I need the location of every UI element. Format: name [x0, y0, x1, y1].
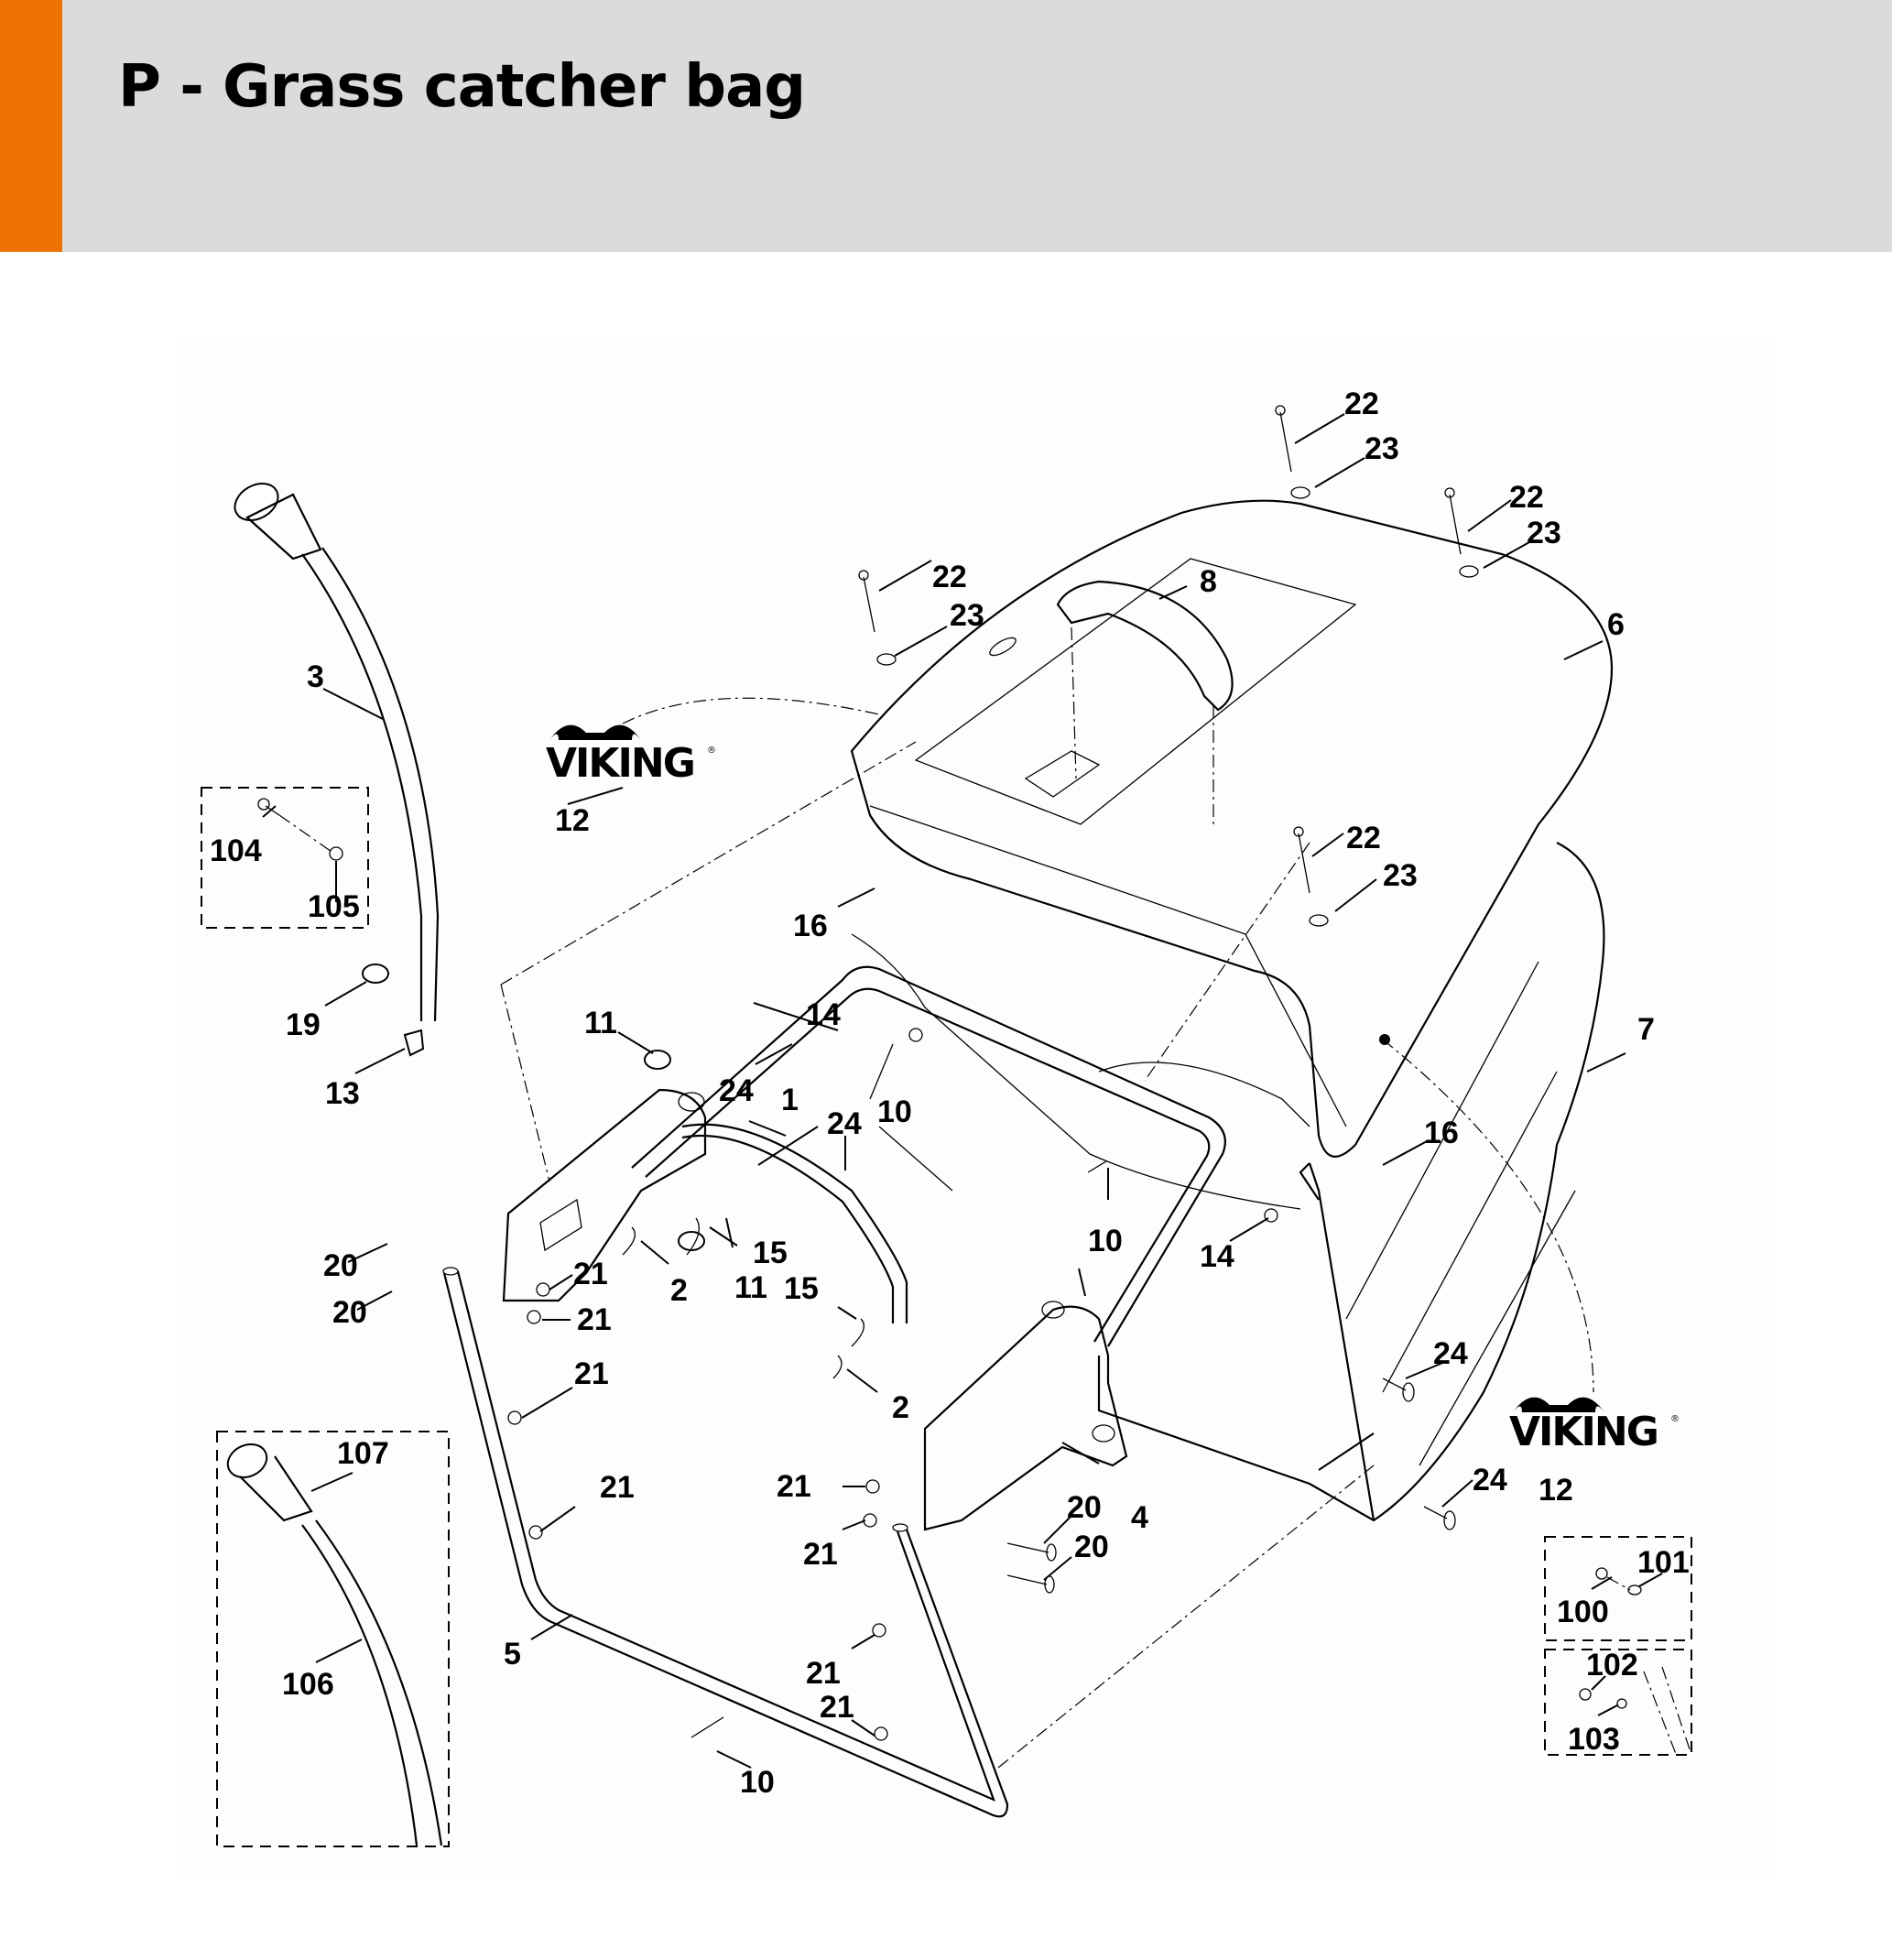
- callout-21[interactable]: 21: [577, 1302, 612, 1337]
- callout-100[interactable]: 100: [1557, 1595, 1609, 1629]
- kit-box-104-105: [201, 787, 369, 929]
- callout-20[interactable]: 20: [1067, 1490, 1102, 1525]
- rivet-dot: [1379, 1034, 1390, 1045]
- callout-21[interactable]: 21: [574, 1356, 609, 1391]
- callout-21[interactable]: 21: [806, 1656, 841, 1691]
- callout-23[interactable]: 23: [1383, 858, 1418, 893]
- callout-20[interactable]: 20: [1074, 1530, 1109, 1564]
- callout-21[interactable]: 21: [777, 1469, 811, 1504]
- callout-5[interactable]: 5: [504, 1637, 521, 1671]
- callout-20[interactable]: 20: [332, 1295, 367, 1330]
- viking-helmet-icon: [1513, 1397, 1604, 1412]
- callout-8[interactable]: 8: [1200, 564, 1217, 599]
- callout-105[interactable]: 105: [308, 889, 360, 924]
- callout-24[interactable]: 24: [827, 1106, 862, 1141]
- callout-labels: 1 2 2 3 4 5 6 7 8 10 10 10 11 11 12 12 1…: [210, 387, 1690, 1800]
- callout-12[interactable]: 12: [555, 803, 590, 838]
- callout-12[interactable]: 12: [1539, 1473, 1573, 1508]
- parts-diagram: [179, 342, 1777, 1880]
- assembly-lines: [500, 697, 1594, 1769]
- callout-21[interactable]: 21: [600, 1470, 635, 1505]
- callout-24[interactable]: 24: [719, 1073, 754, 1108]
- callout-21[interactable]: 21: [803, 1537, 838, 1572]
- screw-22-washer-23-set[interactable]: [858, 405, 1479, 927]
- callout-11[interactable]: 11: [584, 1006, 617, 1040]
- callout-21[interactable]: 21: [573, 1257, 608, 1291]
- accent-bar: [0, 0, 62, 252]
- callout-16[interactable]: 16: [1424, 1116, 1459, 1150]
- part-7-bag-body[interactable]: [851, 842, 1605, 1522]
- page-title: P - Grass catcher bag: [118, 53, 806, 121]
- callout-14[interactable]: 14: [1200, 1239, 1234, 1274]
- viking-logo-text: VIKING: [546, 740, 694, 787]
- viking-logo-text: VIKING: [1509, 1409, 1658, 1455]
- callout-2[interactable]: 2: [670, 1273, 688, 1308]
- callout-107[interactable]: 107: [337, 1436, 389, 1471]
- callout-20[interactable]: 20: [323, 1248, 358, 1283]
- leader-lines: [262, 413, 1663, 1769]
- callout-23[interactable]: 23: [1365, 431, 1399, 466]
- callout-21[interactable]: 21: [820, 1690, 854, 1725]
- callout-14[interactable]: 14: [806, 997, 841, 1032]
- kit-box-100-101: [1544, 1536, 1692, 1641]
- callout-1[interactable]: 1: [781, 1083, 799, 1117]
- callout-3[interactable]: 3: [307, 659, 324, 694]
- callout-19[interactable]: 19: [286, 1007, 321, 1042]
- callout-22[interactable]: 22: [932, 560, 967, 594]
- callout-104[interactable]: 104: [210, 833, 262, 868]
- registered-mark: ®: [1670, 1414, 1680, 1424]
- callout-7[interactable]: 7: [1637, 1012, 1655, 1047]
- part-6-lid[interactable]: [850, 499, 1614, 1158]
- callout-4[interactable]: 4: [1131, 1500, 1148, 1535]
- viking-logo-left: VIKING ®: [546, 724, 716, 787]
- callout-22[interactable]: 22: [1344, 387, 1379, 421]
- part-5-lower-frame[interactable]: [442, 1267, 1009, 1818]
- callout-11[interactable]: 11: [734, 1270, 767, 1305]
- viking-logo-right: VIKING ®: [1509, 1397, 1680, 1455]
- registered-mark: ®: [707, 746, 716, 756]
- callout-22[interactable]: 22: [1346, 821, 1381, 855]
- part-3-handle-tube[interactable]: [228, 476, 440, 1022]
- callout-2[interactable]: 2: [892, 1390, 909, 1425]
- viking-helmet-icon: [549, 724, 641, 740]
- callout-16[interactable]: 16: [793, 909, 828, 943]
- kit-box-106-107: [216, 1431, 450, 1847]
- callout-101[interactable]: 101: [1637, 1545, 1690, 1580]
- callout-24[interactable]: 24: [1473, 1463, 1507, 1497]
- callout-15[interactable]: 15: [784, 1271, 819, 1306]
- callout-10[interactable]: 10: [1088, 1224, 1123, 1258]
- page-header: P - Grass catcher bag: [0, 0, 1892, 252]
- callout-6[interactable]: 6: [1607, 607, 1625, 642]
- callout-23[interactable]: 23: [950, 598, 984, 633]
- kit-box-102-103: [1544, 1649, 1692, 1756]
- part-8-handle[interactable]: [1024, 580, 1234, 824]
- callout-23[interactable]: 23: [1527, 516, 1561, 550]
- callout-102[interactable]: 102: [1586, 1648, 1638, 1682]
- callout-10[interactable]: 10: [740, 1765, 775, 1800]
- small-hardware[interactable]: [362, 964, 1456, 1741]
- callout-106[interactable]: 106: [282, 1667, 334, 1702]
- callout-103[interactable]: 103: [1568, 1722, 1620, 1757]
- callout-13[interactable]: 13: [325, 1076, 360, 1111]
- callout-22[interactable]: 22: [1509, 480, 1544, 515]
- callout-24[interactable]: 24: [1433, 1336, 1468, 1371]
- callout-10[interactable]: 10: [877, 1094, 912, 1129]
- callout-15[interactable]: 15: [753, 1236, 788, 1270]
- part-1-upper-frame[interactable]: [631, 965, 1226, 1347]
